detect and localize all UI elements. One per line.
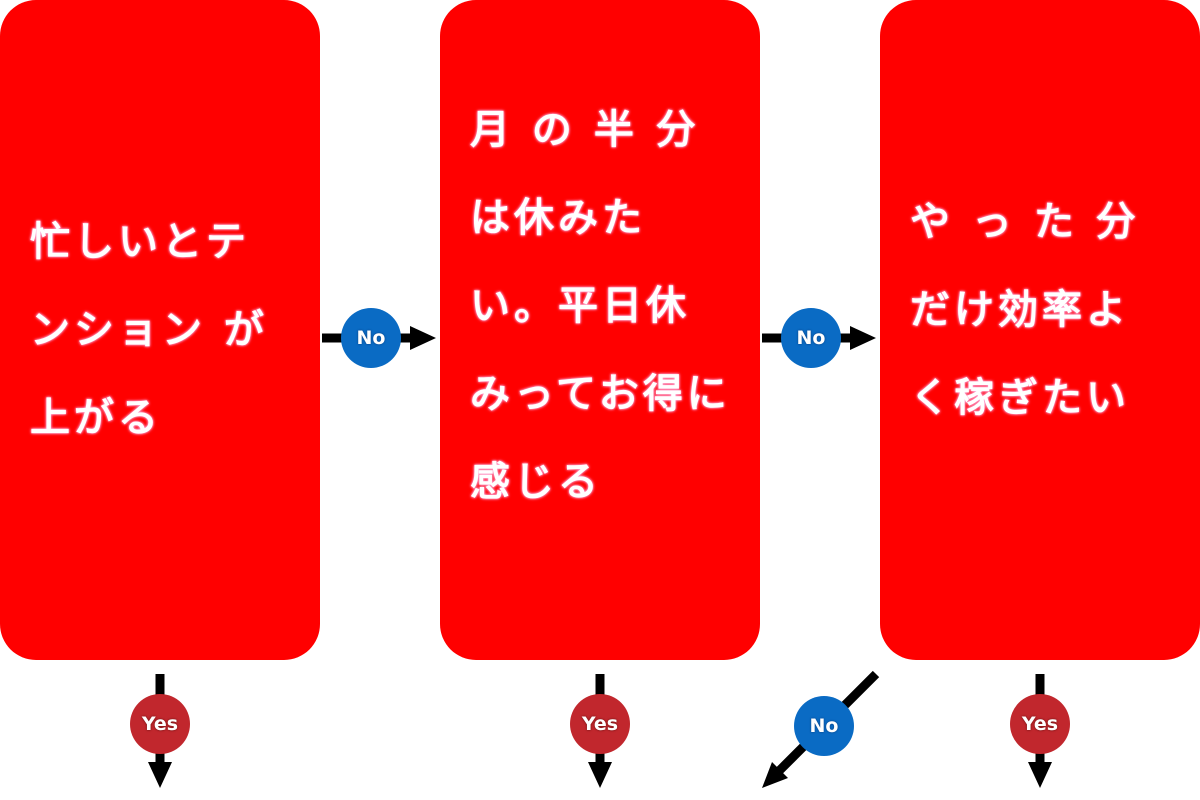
yes-badge-1: Yes xyxy=(130,694,190,754)
question-text-3: や っ た 分 だけ効率よく稼ぎたい xyxy=(910,199,1140,421)
question-text-2: 月 の 半 分 は休みたい。平日休みってお得に感じる xyxy=(470,107,731,505)
yes-badge-2: Yes xyxy=(570,694,630,754)
question-box-1: 忙しいとテンション が 上がる xyxy=(0,0,320,660)
no-badge-2: No xyxy=(781,308,841,368)
question-text-1: 忙しいとテンション が 上がる xyxy=(30,219,268,441)
no-badge-3: No xyxy=(794,696,854,756)
question-box-2: 月 の 半 分 は休みたい。平日休みってお得に感じる xyxy=(440,0,760,660)
question-box-3: や っ た 分 だけ効率よく稼ぎたい xyxy=(880,0,1200,660)
yes-badge-3: Yes xyxy=(1010,694,1070,754)
no-badge-1: No xyxy=(341,308,401,368)
